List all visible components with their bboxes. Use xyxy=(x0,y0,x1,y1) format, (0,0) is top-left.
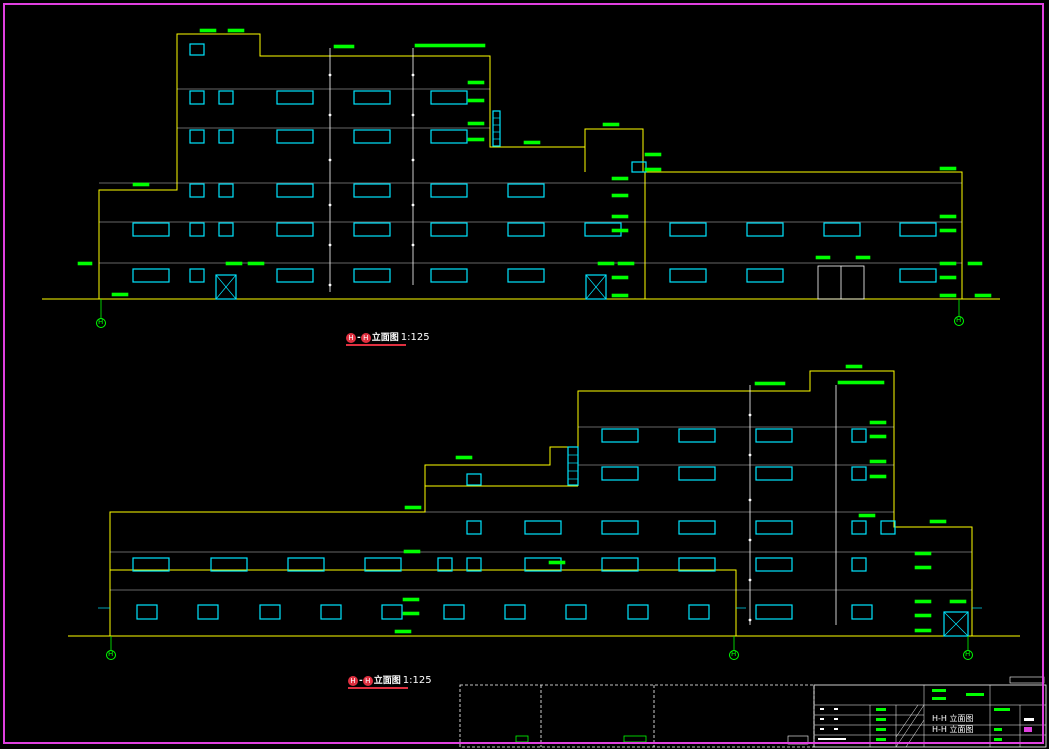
upper-level-annotations xyxy=(77,28,992,298)
title-block xyxy=(459,676,1047,748)
upper-pipe-markers xyxy=(328,73,415,287)
lower-view-scale: 1:125 xyxy=(402,675,432,686)
lower-view-separator: - xyxy=(359,676,363,686)
lower-windows xyxy=(132,428,969,637)
lower-pipe-markers xyxy=(748,413,752,622)
axis-marker-2: H xyxy=(956,316,962,324)
lower-building-outline xyxy=(109,370,973,636)
lower-floor-lines xyxy=(110,426,972,591)
lower-elevation xyxy=(68,364,1020,660)
upper-door-details xyxy=(215,117,607,300)
axis-marker-1: H xyxy=(98,318,104,326)
title-block-table xyxy=(813,684,1047,748)
lower-axis-bubbles xyxy=(106,650,973,660)
upper-axis-bubbles xyxy=(96,316,964,328)
upper-windows xyxy=(132,43,937,300)
lower-view-underline xyxy=(348,687,408,689)
axis-marker-3: H xyxy=(108,650,114,658)
upper-axis-lines xyxy=(100,299,960,318)
lower-view-title: 立面图 xyxy=(373,676,401,686)
upper-view-scale: 1:125 xyxy=(400,332,430,343)
upper-view-title: 立面图 xyxy=(371,333,399,343)
title-block-drawing-name-2: H-H 立面图 xyxy=(932,725,974,734)
upper-elevation xyxy=(42,28,1000,328)
upper-view-end-axis: H xyxy=(360,333,371,343)
lower-view-start-axis: H xyxy=(348,676,358,686)
upper-view-start-axis: H xyxy=(346,333,356,343)
upper-main-entrance xyxy=(817,265,865,300)
axis-marker-5: H xyxy=(965,650,971,658)
lower-downpipes xyxy=(749,385,837,625)
upper-view-separator: - xyxy=(357,333,361,343)
upper-floor-lines xyxy=(99,88,962,264)
lower-door-details xyxy=(98,454,982,637)
upper-view-underline xyxy=(346,344,406,346)
lower-level-annotations xyxy=(394,364,967,634)
title-block-drawing-name-1: H-H 立面图 xyxy=(932,714,974,723)
axis-marker-4: H xyxy=(731,650,737,658)
upper-building-outline xyxy=(98,33,963,299)
lower-low-wing xyxy=(110,569,737,636)
lower-view-end-axis: H xyxy=(362,676,373,686)
drawing-border xyxy=(3,3,1044,744)
lower-axis-lines xyxy=(110,636,969,650)
